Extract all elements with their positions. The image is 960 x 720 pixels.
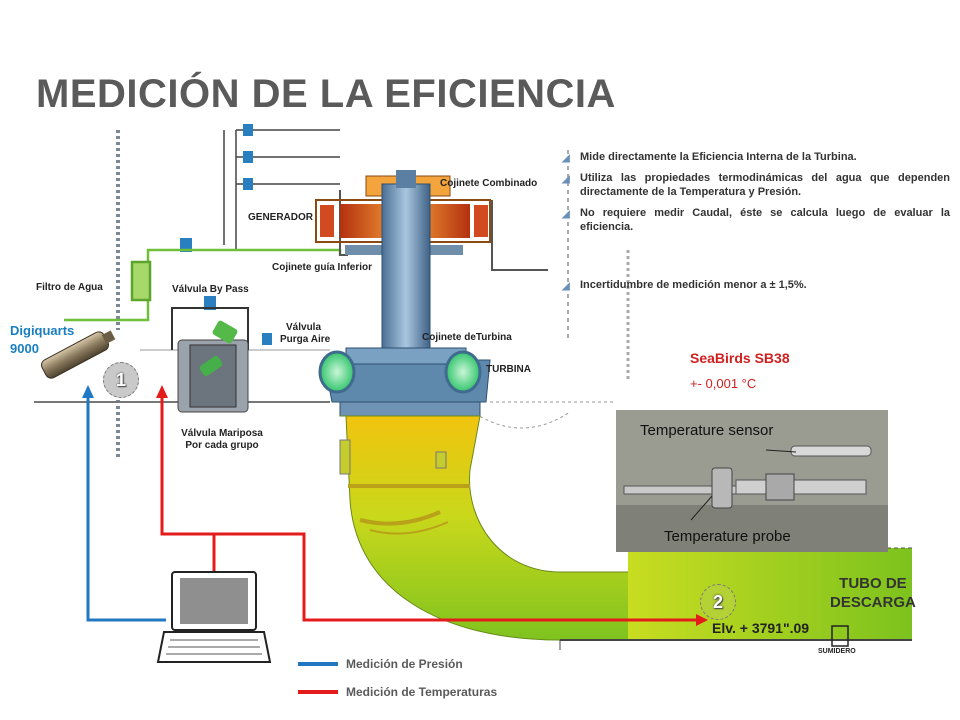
label-valvula-mariposa: Válvula Mariposa Por cada grupo: [172, 428, 272, 452]
draft-tube-elbow: [339, 415, 631, 641]
digiquarts-line1: Digiquarts: [10, 323, 75, 338]
label-valvula-mariposa-line1: Válvula Mariposa: [181, 428, 263, 439]
elevation-label: Elv. + 3791".09: [712, 620, 810, 636]
bullet-text: Utiliza las propiedades termodinámicas d…: [580, 172, 950, 198]
laptop-icon: [156, 571, 272, 663]
bullet-text: No requiere medir Caudal, éste se calcul…: [580, 207, 950, 233]
sumidero-label: SUMIDERO: [818, 648, 856, 655]
discharge-tube-label: TUBO DE DESCARGA: [830, 574, 916, 612]
bullet-text: Mide directamente la Eficiencia Interna …: [580, 151, 857, 163]
wall-hatching: [116, 130, 630, 460]
turbine-shaft: [381, 183, 431, 355]
description-bullets: ◢ Mide directamente la Eficiencia Interna…: [562, 150, 950, 299]
discharge-tube-line2: DESCARGA: [830, 594, 916, 611]
sensor-name: SeaBirds SB38: [690, 350, 790, 366]
label-cojinete-guia: Cojinete guía Inferior: [272, 262, 373, 273]
legend-temperature-label: Medición de Temperaturas: [346, 685, 498, 699]
sensor-spec: +- 0,001 °C: [690, 376, 757, 391]
label-valvula-bypass: Válvula By Pass: [172, 284, 249, 295]
discharge-tube: [628, 548, 912, 640]
bullet-item: ◢ Incertidumbre de medición menor a ± 1,5…: [562, 278, 950, 292]
legend-temperature-swatch: [298, 690, 338, 694]
legend-pressure-label: Medición de Presión: [346, 657, 463, 671]
label-valvula-purga-1: Válvula: [286, 322, 322, 333]
bullet-item: ◢ Mide directamente la Eficiencia Interna…: [562, 150, 950, 164]
butterfly-valve: [171, 307, 249, 413]
instrument-pipes: [223, 129, 340, 250]
pressure-line: [82, 385, 166, 622]
photo-caption-probe: Temperature probe: [664, 528, 791, 545]
bullet-marker-icon: ◢: [562, 153, 570, 164]
label-filtro-agua: Filtro de Agua: [36, 282, 103, 293]
pressure-sensor-icon: [41, 330, 116, 379]
bullet-marker-icon: ◢: [562, 281, 570, 292]
label-valvula-purga-2: Purga Aire: [280, 334, 331, 345]
bullet-item: ◢ No requiere medir Caudal, éste se calcu…: [562, 206, 950, 234]
measurement-point-2: 2: [700, 584, 736, 620]
bullet-marker-icon: ◢: [562, 174, 570, 185]
generator: [315, 175, 548, 271]
temperature-line: [156, 385, 708, 626]
digiquarts-line2: 9000: [10, 341, 39, 356]
page-title: MEDICIÓN DE LA EFICIENCIA: [36, 72, 616, 116]
discharge-tube-line1: TUBO DE: [839, 575, 907, 592]
label-cojinete-combinado: Cojinete Combinado: [440, 178, 538, 189]
turbine: [318, 347, 491, 417]
label-cojinete-turbina: Cojinete deTurbina: [422, 332, 512, 343]
bullet-item: ◢ Utiliza las propiedades termodinámicas …: [562, 171, 950, 199]
probe-illustration: [616, 410, 888, 552]
label-generador: GENERADOR: [248, 212, 314, 223]
photo-caption-sensor: Temperature sensor: [640, 422, 774, 439]
measurement-point-1: 1: [103, 362, 139, 398]
bullet-text: Incertidumbre de medición menor a ± 1,5%…: [580, 279, 807, 291]
label-turbina: TURBINA: [486, 364, 531, 375]
legend-pressure-swatch: [298, 662, 338, 666]
temperature-probe-photo: Temperature sensor Temperature probe: [616, 410, 888, 552]
bullet-marker-icon: ◢: [562, 209, 570, 220]
valve-icons: [180, 124, 272, 345]
label-valvula-mariposa-line2: Por cada grupo: [185, 440, 259, 451]
digiquarts-label: Digiquarts 9000: [10, 322, 74, 358]
